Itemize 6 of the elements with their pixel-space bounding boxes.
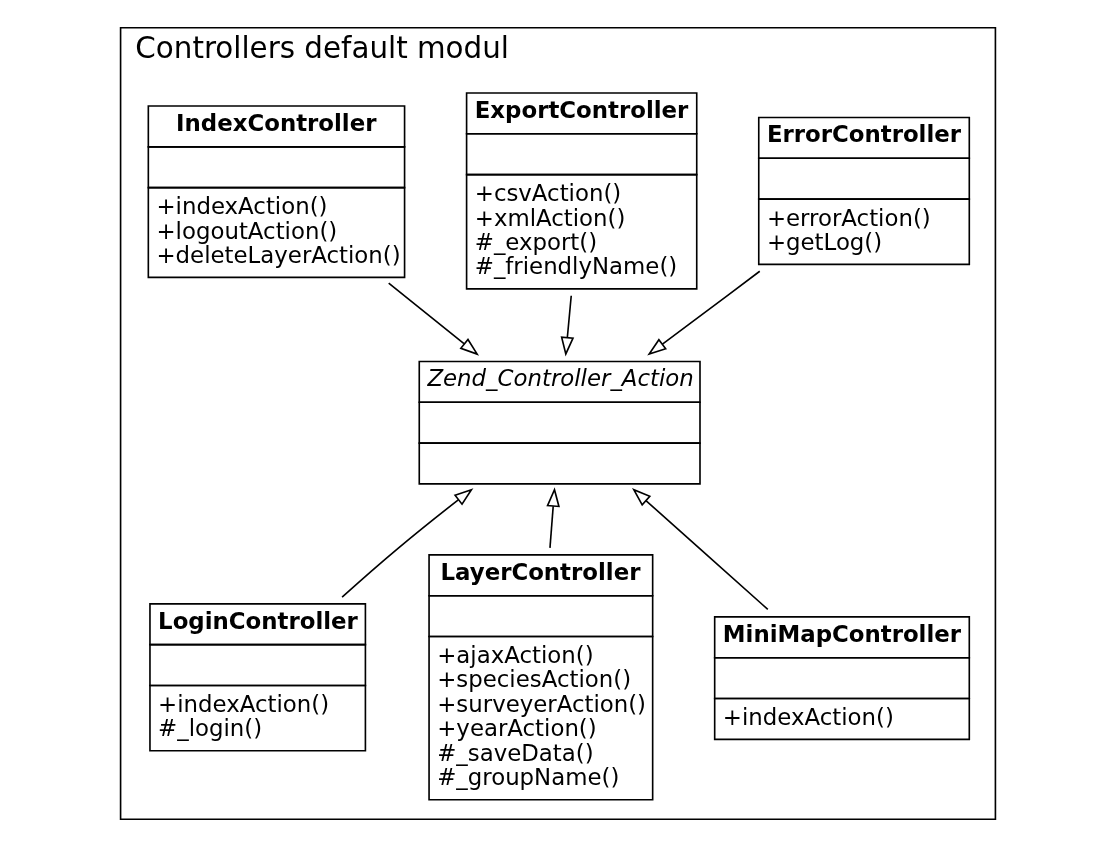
- arrow: [340, 488, 473, 598]
- arrow: [646, 270, 761, 356]
- arrow: [560, 294, 574, 357]
- arrow: [545, 487, 560, 549]
- arrow: [387, 282, 479, 356]
- arrow: [631, 488, 769, 611]
